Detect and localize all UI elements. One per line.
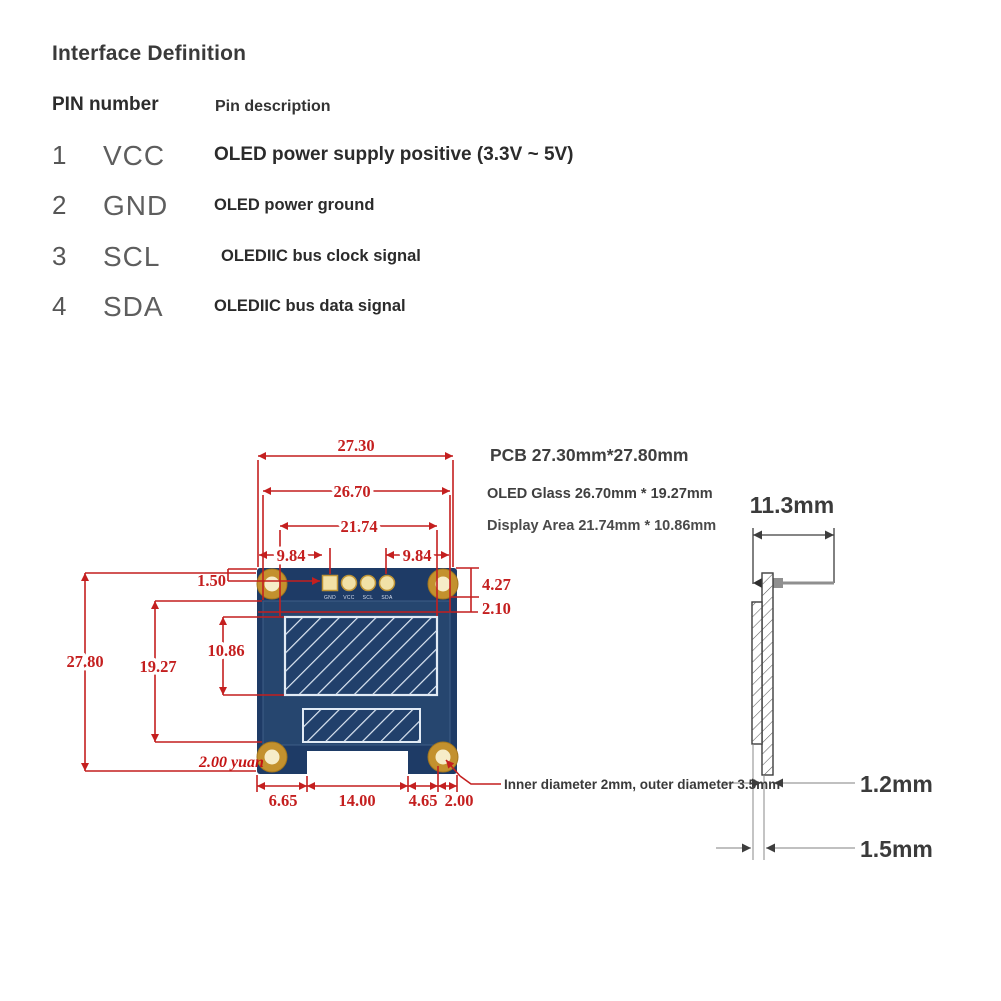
dim-pin-right: 9.84 bbox=[403, 546, 432, 565]
display-area-hatch bbox=[285, 617, 437, 695]
side-pcb-thickness-label: 1.2mm bbox=[860, 771, 933, 797]
pcb-side-bar-hatch bbox=[762, 573, 773, 775]
dim-hole-label: 2.00 yuan bbox=[198, 754, 264, 771]
spec-pcb-size: PCB 27.30mm*27.80mm bbox=[490, 445, 689, 465]
pin-description: OLEDIIC bus data signal bbox=[214, 297, 406, 315]
pin-row-gnd: 2 GND OLED power ground bbox=[0, 190, 1001, 230]
pin-description: OLEDIIC bus clock signal bbox=[221, 247, 421, 265]
dim-glass-height: 19.27 bbox=[139, 657, 176, 676]
pad-label-vcc: VCC bbox=[343, 595, 355, 601]
pin-number: 3 bbox=[52, 241, 67, 271]
column-header-pin-number: PIN number bbox=[52, 94, 159, 115]
hole-diameter-note: Inner diameter 2mm, outer diameter 3.5mm bbox=[504, 777, 781, 792]
pin-description: OLED power ground bbox=[214, 196, 375, 214]
red-dimension-labels: 27.30 26.70 21.74 9.84 9.84 1.50 4.27 2.… bbox=[63, 436, 511, 810]
pin-number: 1 bbox=[52, 140, 67, 170]
dim-bottom-1: 6.65 bbox=[269, 791, 298, 810]
side-width-label: 11.3mm bbox=[750, 492, 834, 518]
column-header-pin-description: Pin description bbox=[215, 98, 331, 115]
pad-label-sda: SDA bbox=[381, 595, 393, 601]
dim-bottom-3: 4.65 bbox=[409, 791, 438, 810]
side-profile-view: 11.3mm 1.2mm 1.5mm bbox=[716, 492, 933, 862]
glass-side-bar-hatch bbox=[752, 602, 762, 744]
driver-strip-hatch bbox=[303, 709, 420, 742]
dim-pad-offset: 1.50 bbox=[197, 571, 226, 590]
dim-pcb-width: 27.30 bbox=[337, 436, 374, 455]
red-dimension-lines bbox=[81, 452, 501, 792]
dim-top-band: 4.27 bbox=[482, 575, 511, 594]
dim-pcb-height: 27.80 bbox=[66, 652, 103, 671]
page-title: Interface Definition bbox=[52, 42, 247, 65]
pin-row-scl: 3 SCL OLEDIIC bus clock signal bbox=[0, 241, 1001, 281]
dim-display-width: 21.74 bbox=[340, 517, 377, 536]
pin-header-side bbox=[753, 577, 834, 589]
pin-row-vcc: 1 VCC OLED power supply positive (3.3V ~… bbox=[0, 140, 1001, 180]
pad-label-gnd: GND bbox=[324, 595, 336, 601]
spec-display-size: Display Area 21.74mm * 10.86mm bbox=[487, 518, 717, 534]
side-total-thickness-label: 1.5mm bbox=[860, 836, 933, 862]
dim-pin-left: 9.84 bbox=[277, 546, 306, 565]
pin-number: 2 bbox=[52, 190, 67, 220]
dim-glass-gap: 2.10 bbox=[482, 599, 511, 618]
pin-name: VCC bbox=[103, 140, 166, 171]
pin-pads: GND VCC SCL SDA bbox=[321, 574, 396, 601]
pin-name: SDA bbox=[103, 291, 164, 322]
bottom-notch bbox=[307, 751, 408, 774]
oled-module-front-view: GND VCC SCL SDA bbox=[256, 568, 459, 774]
dim-glass-width: 26.70 bbox=[333, 482, 370, 501]
pin-name: SCL bbox=[103, 241, 161, 272]
pin-number: 4 bbox=[52, 291, 67, 321]
dim-display-height: 10.86 bbox=[207, 641, 244, 660]
pin-row-sda: 4 SDA OLEDIIC bus data signal bbox=[0, 291, 1001, 331]
spec-glass-size: OLED Glass 26.70mm * 19.27mm bbox=[487, 486, 713, 502]
pin-name: GND bbox=[103, 190, 169, 221]
pad-label-scl: SCL bbox=[363, 595, 374, 601]
pin-description: OLED power supply positive (3.3V ~ 5V) bbox=[214, 144, 574, 165]
dim-bottom-4: 2.00 bbox=[445, 791, 474, 810]
dim-bottom-2: 14.00 bbox=[338, 791, 375, 810]
